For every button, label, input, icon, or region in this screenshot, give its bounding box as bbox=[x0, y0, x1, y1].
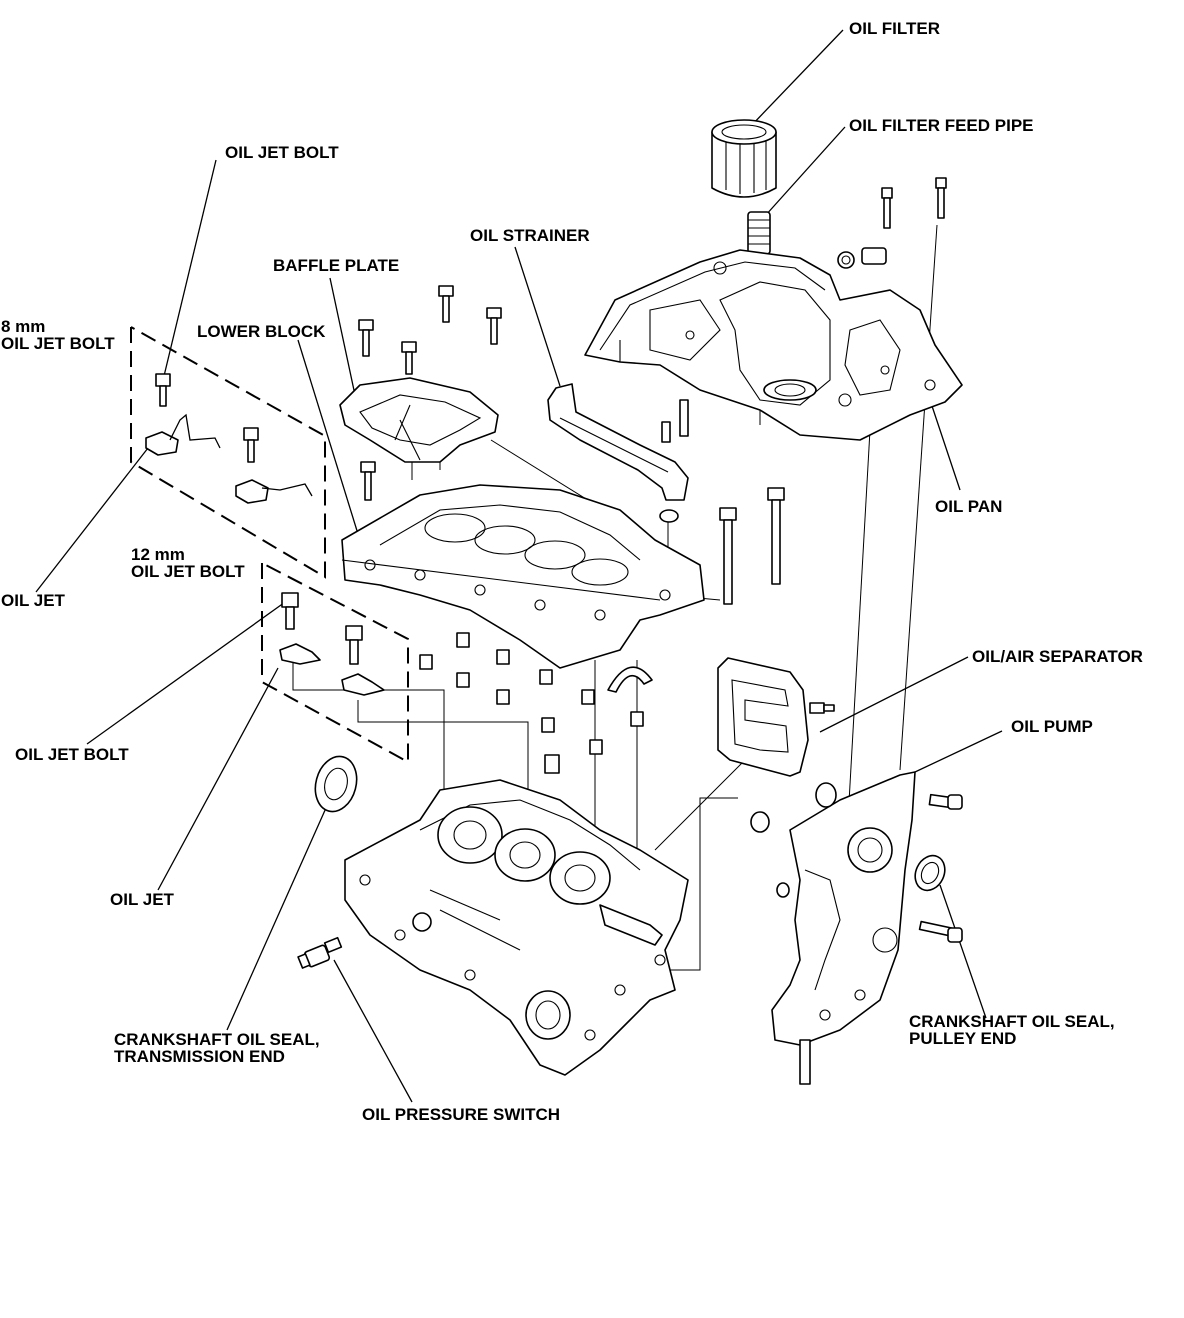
label-lower-block: LOWER BLOCK bbox=[197, 322, 326, 341]
dowel-pins bbox=[419, 632, 644, 774]
label-oil-pump: OIL PUMP bbox=[1011, 717, 1093, 736]
baffle-plate bbox=[339, 377, 499, 463]
oil-jet-12mm-box bbox=[261, 562, 409, 764]
leader-lines bbox=[35, 29, 1003, 1103]
oil-jet-12mm-parts bbox=[279, 592, 385, 696]
lower-block-bolts bbox=[719, 487, 785, 605]
label-oil-filter-feed-pipe: OIL FILTER FEED PIPE bbox=[849, 116, 1034, 135]
oil-jet-8mm-parts bbox=[145, 373, 313, 504]
cylinder-block bbox=[344, 779, 689, 1076]
label-crankshaft-oil-seal-pulley: CRANKSHAFT OIL SEAL,PULLEY END bbox=[909, 1012, 1115, 1048]
oil-pump bbox=[750, 771, 963, 1085]
oil-filter-feed-pipe bbox=[747, 211, 771, 255]
label-baffle-plate: BAFFLE PLATE bbox=[273, 256, 400, 275]
crankshaft-oil-seal-transmission bbox=[314, 755, 358, 813]
oil-pan-bolts bbox=[837, 177, 947, 269]
oil-pan bbox=[584, 249, 963, 441]
label-oil-air-separator: OIL/AIR SEPARATOR bbox=[972, 647, 1143, 666]
label-oil-jet-lower: OIL JET bbox=[110, 890, 174, 909]
oil-filter bbox=[711, 119, 777, 198]
label-oil-jet-bolt-lower: OIL JET BOLT bbox=[15, 745, 129, 764]
label-oil-jet-upper: OIL JET bbox=[1, 591, 65, 610]
oil-strainer bbox=[547, 383, 689, 523]
oil-air-separator bbox=[717, 657, 835, 777]
label-oil-jet-bolt-top: OIL JET BOLT bbox=[225, 143, 339, 162]
oil-jet-8mm-box bbox=[130, 326, 326, 579]
label-oil-pan: OIL PAN bbox=[935, 497, 1003, 516]
label-oil-strainer: OIL STRAINER bbox=[470, 226, 590, 245]
label-oil-pressure-switch: OIL PRESSURE SWITCH bbox=[362, 1105, 561, 1124]
lower-block bbox=[341, 484, 705, 669]
oil-pressure-switch bbox=[297, 936, 343, 969]
baffle-bolts bbox=[358, 285, 502, 501]
label-crankshaft-oil-seal-transmission: CRANKSHAFT OIL SEAL,TRANSMISSION END bbox=[114, 1030, 320, 1066]
label-oil-filter: OIL FILTER bbox=[849, 19, 940, 38]
crankshaft-oil-seal-pulley bbox=[914, 854, 946, 892]
bearing-shell bbox=[607, 666, 653, 693]
